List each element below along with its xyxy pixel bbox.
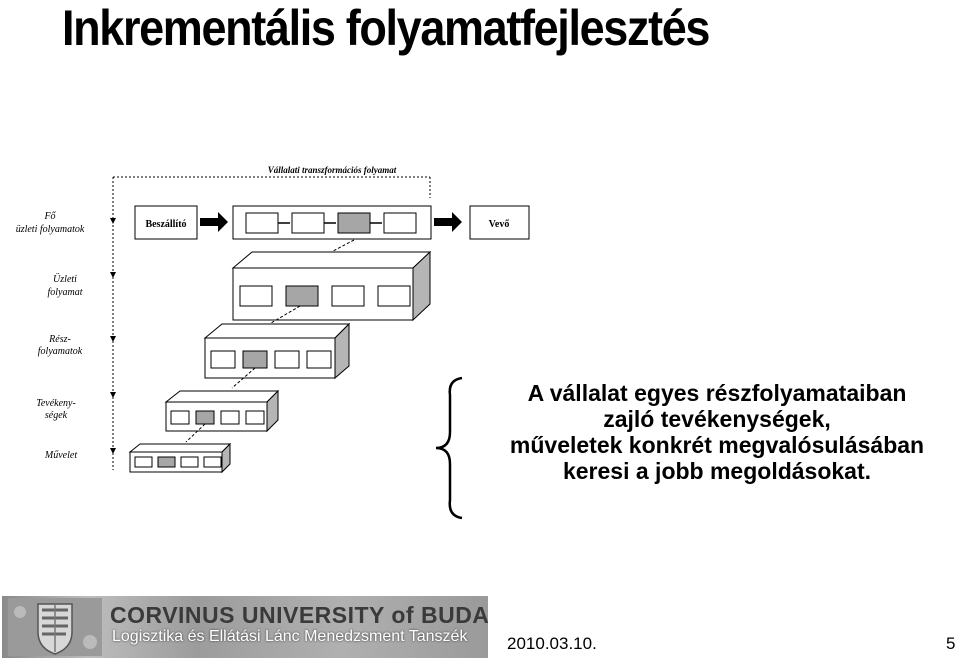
level-label-2b: folyamat bbox=[48, 287, 83, 298]
footer-banner: CORVINUS UNIVERSITY of BUDAPEST Logiszti… bbox=[2, 596, 488, 658]
university-name: CORVINUS UNIVERSITY of BUDAPEST bbox=[110, 602, 488, 628]
level5-box-top bbox=[128, 443, 232, 453]
level4-step-3 bbox=[220, 410, 240, 425]
page-number: 5 bbox=[946, 634, 956, 653]
chain-step-4 bbox=[383, 212, 417, 234]
supplier-box bbox=[134, 205, 198, 240]
level2-step-4 bbox=[377, 285, 411, 307]
main-statement-line-3: műveletek konkrét megvalósulásában bbox=[509, 432, 925, 458]
level-label-5: Művelet bbox=[44, 450, 77, 461]
level3-step-1 bbox=[210, 350, 236, 369]
process-hierarchy-diagram: Vállalati transzformációs folyamat Fő üz… bbox=[16, 165, 530, 520]
main-statement-line-1: A vállalat egyes részfolyamataiban bbox=[527, 380, 907, 406]
arrow-chain-customer bbox=[434, 212, 462, 232]
level-label-2a: Üzleti bbox=[53, 273, 77, 285]
level-label-4a: Tevékeny- bbox=[36, 398, 76, 409]
level-label-3a: Rész- bbox=[48, 334, 71, 345]
level2-box-top bbox=[231, 251, 432, 269]
slide-date: 2010.03.10. bbox=[507, 634, 597, 653]
level3-step-4 bbox=[306, 350, 332, 369]
axis-arrow-1 bbox=[110, 218, 116, 224]
level2-step-1 bbox=[239, 285, 273, 307]
axis-arrow-4 bbox=[110, 392, 116, 398]
customer-label: Vevő bbox=[489, 219, 510, 230]
level-label-4b: ségek bbox=[45, 410, 68, 421]
level4-step-2-highlight bbox=[195, 410, 215, 425]
axis-arrow-5 bbox=[110, 448, 116, 454]
axis-arrow-3 bbox=[110, 336, 116, 342]
level2-step-2-highlight bbox=[285, 285, 319, 307]
main-statement-line-4: keresi a jobb megoldásokat. bbox=[562, 458, 872, 484]
level-label-3b: folyamatok bbox=[38, 346, 83, 357]
level4-box-top bbox=[164, 390, 280, 403]
customer-box bbox=[469, 205, 530, 240]
drill-down-line-4 bbox=[185, 423, 206, 443]
curly-brace bbox=[435, 376, 463, 520]
top-label: Vállalati transzformációs folyamat bbox=[268, 165, 397, 175]
level3-box-top bbox=[203, 323, 351, 339]
chain-step-1 bbox=[245, 212, 279, 234]
drill-down-line-2 bbox=[265, 305, 301, 327]
level3-step-2-highlight bbox=[242, 350, 268, 369]
level5-box-front bbox=[129, 451, 223, 473]
main-statement: A vállalat egyes részfolyamataiban zajló… bbox=[474, 380, 960, 484]
main-statement-line-2: zajló tevékenységek, bbox=[603, 406, 831, 432]
university-logo bbox=[8, 598, 102, 656]
slide-title: Inkrementális folyamatfejlesztés bbox=[62, 0, 710, 56]
level4-step-4 bbox=[245, 410, 265, 425]
axis-arrow-2 bbox=[110, 272, 116, 278]
level-label-1b: üzleti folyamatok bbox=[16, 224, 85, 235]
level5-step-1 bbox=[134, 456, 153, 468]
department-name: Logisztika és Ellátási Lánc Menedzsment … bbox=[112, 628, 468, 645]
level5-step-4 bbox=[203, 456, 222, 468]
chain-step-2 bbox=[291, 212, 325, 234]
level4-step-1 bbox=[170, 410, 190, 425]
level2-step-3 bbox=[331, 285, 365, 307]
chain-step-3-highlight bbox=[337, 212, 371, 234]
level-label-1a: Fő bbox=[43, 211, 56, 222]
level3-step-3 bbox=[274, 350, 300, 369]
arrow-supplier-chain bbox=[200, 212, 228, 232]
drill-down-line-3 bbox=[231, 367, 256, 389]
level5-step-2-highlight bbox=[157, 456, 176, 468]
level5-step-3 bbox=[180, 456, 199, 468]
supplier-label: Beszállító bbox=[145, 219, 186, 230]
